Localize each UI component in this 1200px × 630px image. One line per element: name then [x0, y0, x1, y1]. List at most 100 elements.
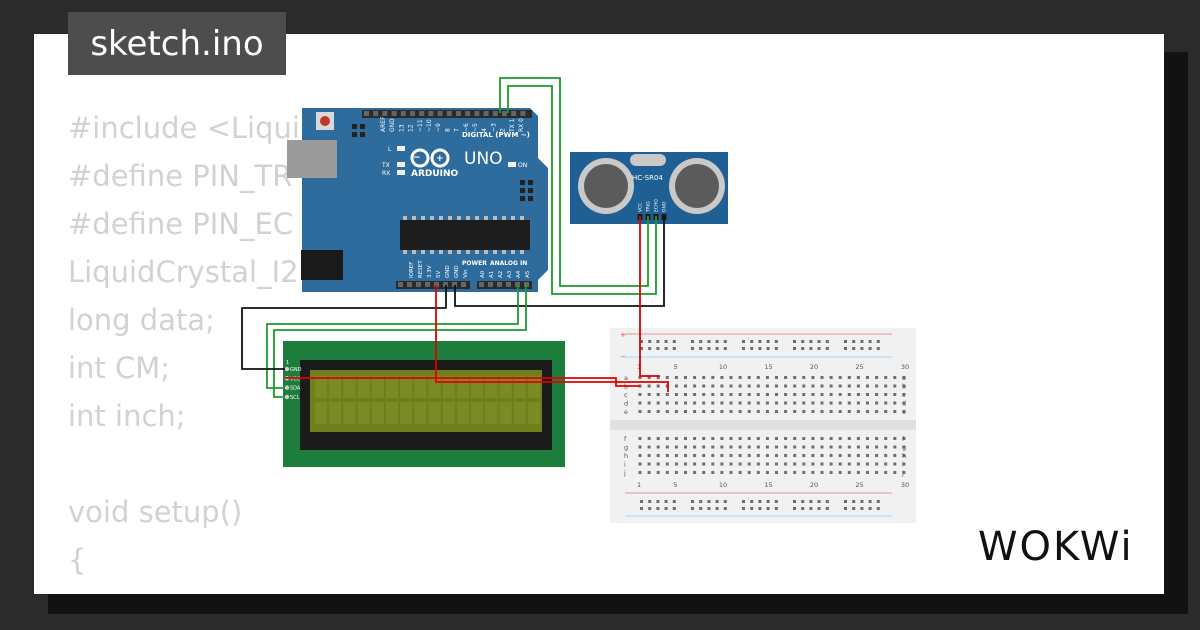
breadboard-hole[interactable]: [852, 340, 856, 343]
breadboard-hole[interactable]: [829, 471, 833, 474]
breadboard-hole[interactable]: [756, 454, 760, 457]
breadboard-hole[interactable]: [723, 507, 727, 510]
breadboard-hole[interactable]: [876, 507, 880, 510]
breadboard-hole[interactable]: [738, 384, 742, 388]
breadboard-hole[interactable]: [674, 384, 678, 388]
breadboard-hole[interactable]: [766, 347, 770, 350]
breadboard-hole[interactable]: [693, 454, 697, 457]
breadboard-hole[interactable]: [638, 376, 642, 379]
breadboard-hole[interactable]: [707, 500, 711, 503]
breadboard-hole[interactable]: [647, 445, 651, 449]
breadboard-hole[interactable]: [747, 454, 751, 457]
breadboard-hole[interactable]: [893, 445, 897, 449]
breadboard-hole[interactable]: [720, 471, 724, 474]
breadboard-hole[interactable]: [856, 454, 860, 457]
breadboard-hole[interactable]: [672, 507, 676, 510]
breadboard-hole[interactable]: [784, 445, 788, 449]
breadboard-hole[interactable]: [738, 376, 742, 379]
breadboard-hole[interactable]: [638, 393, 642, 396]
breadboard-hole[interactable]: [729, 410, 733, 413]
breadboard-hole[interactable]: [758, 500, 762, 503]
breadboard-hole[interactable]: [711, 393, 715, 396]
breadboard-hole[interactable]: [691, 340, 694, 343]
breadboard-hole[interactable]: [860, 507, 864, 510]
breadboard-hole[interactable]: [715, 347, 719, 350]
breadboard-hole[interactable]: [702, 384, 706, 388]
breadboard-hole[interactable]: [875, 384, 879, 388]
breadboard-hole[interactable]: [860, 500, 864, 503]
breadboard-hole[interactable]: [856, 376, 860, 379]
breadboard-hole[interactable]: [758, 507, 762, 510]
breadboard-hole[interactable]: [875, 462, 879, 466]
breadboard-hole[interactable]: [820, 454, 824, 457]
breadboard-hole[interactable]: [868, 347, 872, 350]
lcd-pin[interactable]: [284, 385, 290, 390]
breadboard-hole[interactable]: [756, 410, 760, 413]
breadboard-hole[interactable]: [664, 340, 668, 343]
breadboard-hole[interactable]: [756, 384, 760, 388]
breadboard-hole[interactable]: [765, 376, 769, 379]
breadboard-hole[interactable]: [856, 445, 860, 449]
breadboard-hole[interactable]: [868, 500, 872, 503]
breadboard-hole[interactable]: [829, 462, 833, 466]
breadboard-hole[interactable]: [738, 462, 742, 466]
breadboard-hole[interactable]: [684, 471, 687, 474]
breadboard-hole[interactable]: [893, 454, 897, 457]
breadboard-hole[interactable]: [801, 340, 805, 343]
breadboard-hole[interactable]: [884, 445, 888, 449]
breadboard-hole[interactable]: [702, 454, 706, 457]
breadboard-hole[interactable]: [674, 401, 678, 405]
breadboard-hole[interactable]: [765, 471, 769, 474]
breadboard-hole[interactable]: [665, 410, 669, 413]
breadboard-hole[interactable]: [775, 445, 778, 449]
breadboard-hole[interactable]: [664, 500, 668, 503]
breadboard-hole[interactable]: [893, 401, 897, 405]
breadboard-hole[interactable]: [775, 393, 778, 396]
breadboard-hole[interactable]: [817, 347, 821, 350]
breadboard-hole[interactable]: [866, 401, 869, 405]
breadboard-hole[interactable]: [647, 393, 651, 396]
breadboard-hole[interactable]: [729, 384, 733, 388]
breadboard-hole[interactable]: [793, 384, 797, 388]
breadboard-hole[interactable]: [820, 462, 824, 466]
breadboard-hole[interactable]: [856, 401, 860, 405]
breadboard-hole[interactable]: [875, 437, 879, 440]
breadboard-hole[interactable]: [691, 500, 694, 503]
breadboard-hole[interactable]: [766, 507, 770, 510]
breadboard-hole[interactable]: [793, 507, 796, 510]
breadboard-hole[interactable]: [684, 462, 687, 466]
breadboard-hole[interactable]: [866, 410, 869, 413]
breadboard-hole[interactable]: [825, 347, 829, 350]
breadboard-hole[interactable]: [729, 462, 733, 466]
breadboard-hole[interactable]: [765, 454, 769, 457]
breadboard-hole[interactable]: [664, 347, 668, 350]
breadboard-hole[interactable]: [793, 410, 797, 413]
breadboard-hole[interactable]: [875, 471, 879, 474]
breadboard-hole[interactable]: [893, 376, 897, 379]
breadboard-hole[interactable]: [693, 437, 697, 440]
breadboard-hole[interactable]: [665, 437, 669, 440]
breadboard-hole[interactable]: [738, 445, 742, 449]
breadboard-hole[interactable]: [693, 462, 697, 466]
lcd-pin[interactable]: [284, 394, 290, 400]
breadboard-hole[interactable]: [664, 507, 668, 510]
breadboard-hole[interactable]: [802, 376, 806, 379]
breadboard-hole[interactable]: [765, 437, 769, 440]
breadboard-hole[interactable]: [758, 340, 762, 343]
breadboard-hole[interactable]: [765, 462, 769, 466]
breadboard-hole[interactable]: [656, 393, 660, 396]
breadboard-hole[interactable]: [847, 471, 851, 474]
breadboard-hole[interactable]: [844, 500, 847, 503]
breadboard-hole[interactable]: [723, 500, 727, 503]
breadboard-hole[interactable]: [747, 471, 751, 474]
breadboard-hole[interactable]: [693, 401, 697, 405]
breadboard-hole[interactable]: [802, 471, 806, 474]
breadboard-hole[interactable]: [820, 393, 824, 396]
breadboard-hole[interactable]: [784, 393, 788, 396]
breadboard-hole[interactable]: [847, 393, 851, 396]
breadboard-hole[interactable]: [720, 445, 724, 449]
breadboard-hole[interactable]: [838, 410, 842, 413]
breadboard-hole[interactable]: [723, 347, 727, 350]
breadboard-hole[interactable]: [640, 340, 643, 343]
